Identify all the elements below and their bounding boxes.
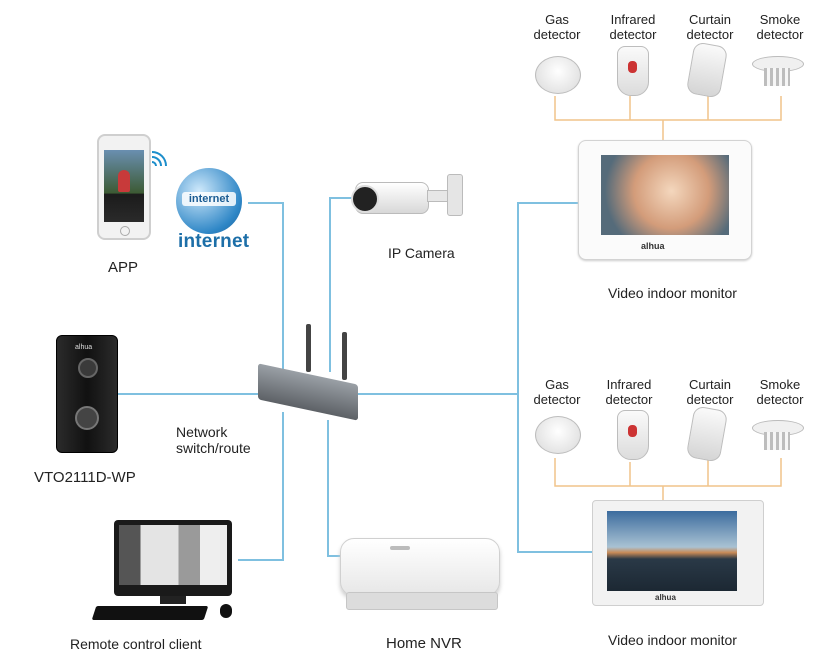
monitor-screen-bottom <box>607 511 737 591</box>
video-indoor-monitor-label-top: Video indoor monitor <box>608 285 737 301</box>
internet-label: internet <box>178 231 250 252</box>
infrared-detector-icon <box>617 410 649 460</box>
remote-client-label: Remote control client <box>70 636 202 652</box>
smartphone-icon <box>97 134 151 240</box>
monitor-brand-top: alhua <box>641 241 665 251</box>
monitor-brand-bottom: alhua <box>655 593 676 602</box>
door-station-brand: alhua <box>75 344 93 351</box>
gas-detector-icon <box>535 416 581 454</box>
door-station-icon: alhua <box>56 335 118 453</box>
monitor-screen-top <box>601 155 729 235</box>
router-icon <box>256 324 360 424</box>
home-nvr-icon <box>340 528 500 614</box>
smoke-detector-icon <box>752 420 804 454</box>
video-indoor-monitor-bottom: alhua <box>592 500 764 606</box>
internet-globe-icon: internet <box>176 168 242 234</box>
phone-home-button <box>120 226 130 236</box>
wire-monitor-top <box>517 202 592 553</box>
door-station-label: VTO2111D-WP <box>34 469 136 486</box>
ip-camera-label: IP Camera <box>388 245 455 261</box>
wire-internet <box>248 202 284 378</box>
video-indoor-monitor-label-bottom: Video indoor monitor <box>608 632 737 648</box>
smoke-detector-icon <box>752 56 804 90</box>
alarm-bus-top <box>554 96 782 140</box>
wire-nvr <box>327 420 340 557</box>
wire-ip-camera <box>329 197 355 372</box>
globe-label: internet <box>188 193 230 205</box>
phone-person <box>118 170 130 192</box>
wire-remote-client <box>238 412 284 561</box>
door-camera-icon <box>78 358 98 378</box>
video-indoor-monitor-top: alhua <box>578 140 752 260</box>
gas-detector-icon <box>535 56 581 94</box>
home-nvr-label: Home NVR <box>386 635 462 652</box>
ip-camera-icon <box>351 172 465 222</box>
alarm-bus-bottom <box>554 458 782 500</box>
infrared-detector-icon <box>617 46 649 96</box>
remote-client-pc-icon <box>91 520 244 624</box>
door-call-button-icon <box>75 406 99 430</box>
wifi-icon <box>151 151 167 167</box>
app-label: APP <box>108 259 139 276</box>
